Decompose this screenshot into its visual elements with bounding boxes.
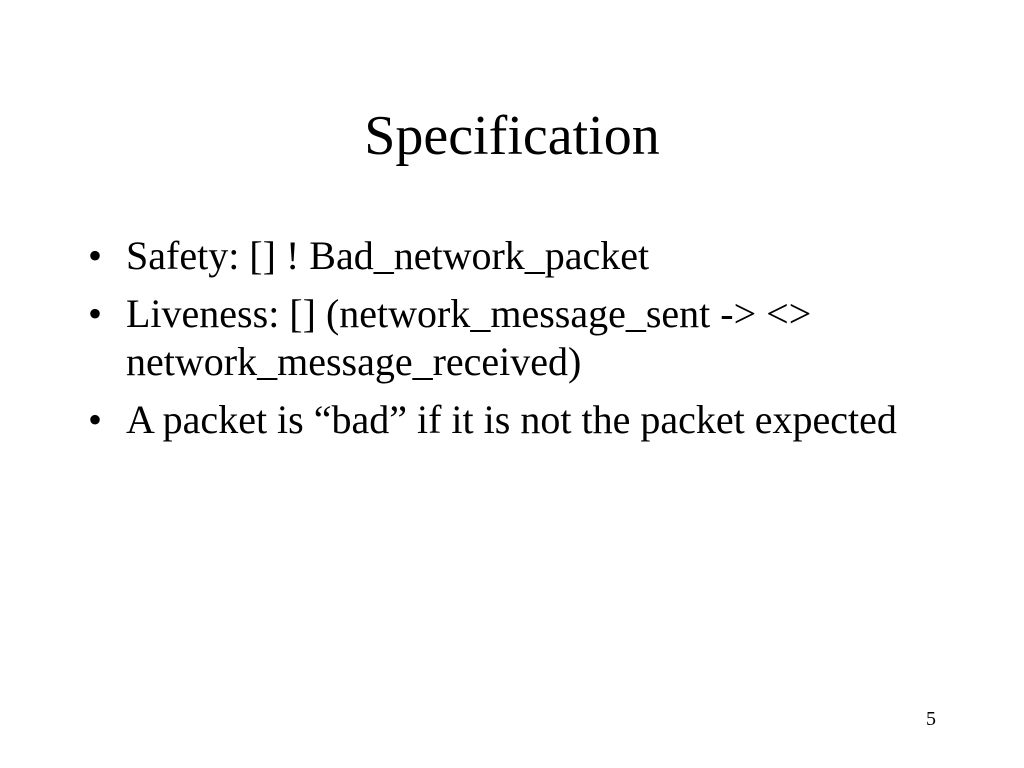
bullet-item-bad-packet: • A packet is “bad” if it is not the pac… <box>88 396 928 444</box>
bullet-item-liveness: • Liveness: [] (network_message_sent -> … <box>88 290 928 386</box>
bullet-icon: • <box>88 397 103 442</box>
bullet-icon: • <box>88 291 103 336</box>
bullet-text: Liveness: [] (network_message_sent -> <>… <box>126 291 812 384</box>
page-number: 5 <box>926 708 936 730</box>
bullet-item-safety: • Safety: [] ! Bad_network_packet <box>88 232 928 280</box>
bullet-list: • Safety: [] ! Bad_network_packet • Live… <box>88 232 928 454</box>
bullet-text: A packet is “bad” if it is not the packe… <box>126 397 897 442</box>
slide-title: Specification <box>364 105 660 167</box>
bullet-icon: • <box>88 233 103 278</box>
bullet-text: Safety: [] ! Bad_network_packet <box>126 233 650 278</box>
